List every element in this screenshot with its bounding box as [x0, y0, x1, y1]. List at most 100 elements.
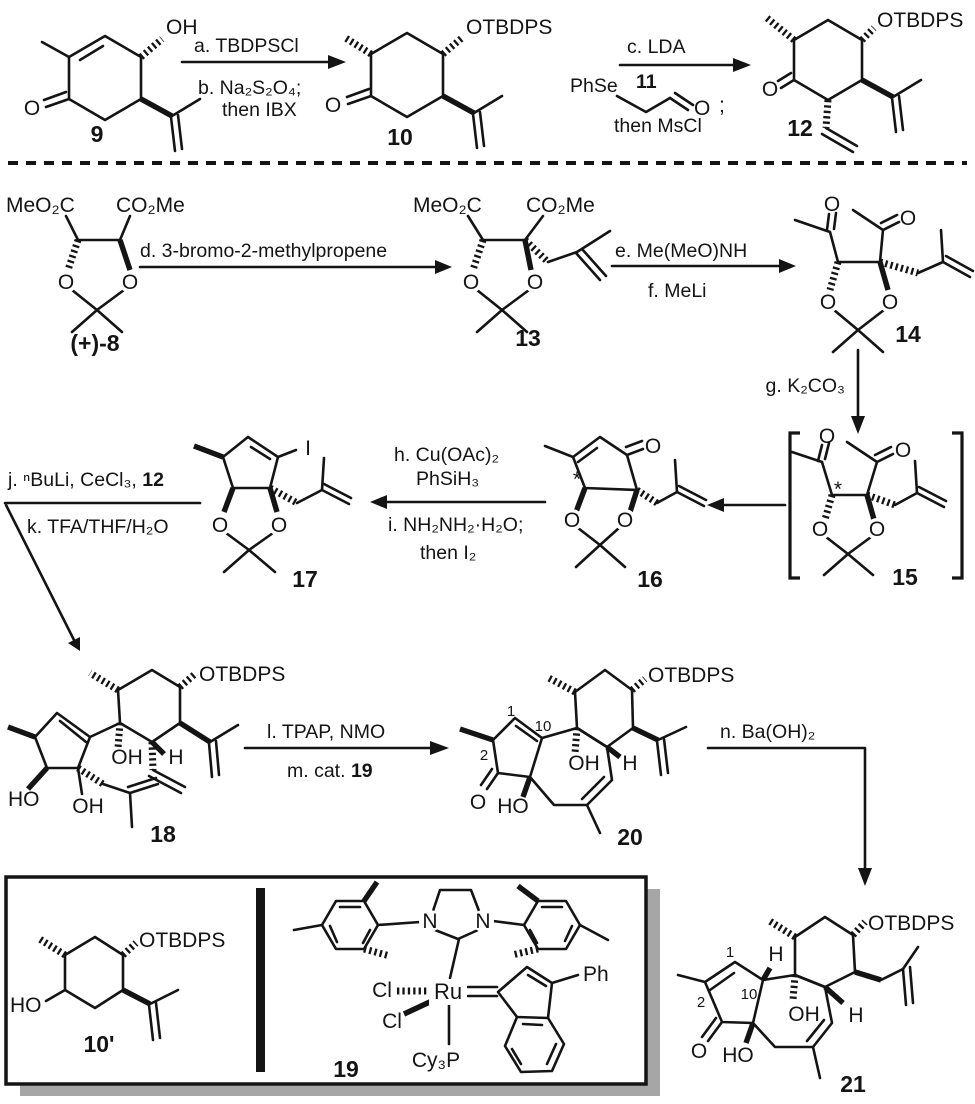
reagent-11-semicolon: ; — [719, 94, 725, 117]
compound-12-label: 12 — [787, 115, 813, 141]
c17-ring-o-right: O — [271, 514, 287, 537]
c20-position-10: 10 — [535, 718, 552, 735]
arrow-step-n: n. Ba(OH)₂ — [706, 721, 872, 886]
compound-14-label: 14 — [895, 321, 921, 347]
compound-10prime-structure: HO OTBDPS 10' — [10, 929, 225, 1057]
c15-carbonyl-o-left: O — [819, 425, 835, 448]
step-a-text: a. TBDPSCl — [194, 35, 299, 57]
compound-13-label: 13 — [515, 325, 541, 351]
compound-21-structure: 1 2 10 H O HO OH H OTBDPS 21 — [676, 912, 954, 1097]
c19-cl-bottom: Cl — [382, 1010, 402, 1033]
step-c2-text: then MsCl — [614, 115, 702, 137]
c15-ring-o-right: O — [869, 518, 885, 541]
c21-h10-label: H — [768, 943, 783, 966]
c18-otbdps-label: OTBDPS — [199, 663, 285, 686]
c10-ketone-o: O — [325, 94, 341, 117]
c18-h-label: H — [168, 746, 183, 769]
step-h2-text: PhSiH₃ — [416, 468, 479, 490]
c21-position-1: 1 — [726, 944, 734, 961]
reagent-11-number: 11 — [636, 71, 657, 93]
c21-position-10: 10 — [741, 986, 758, 1003]
c16-stereocenter-asterisk: * — [573, 468, 581, 491]
compound-10-structure: O OTBDPS 10 — [325, 16, 553, 150]
step-g-text: g. K₂CO₃ — [766, 375, 845, 397]
step-e-text: e. Me(MeO)NH — [615, 240, 747, 262]
compound-10-label: 10 — [387, 124, 413, 150]
arrow-step-d: d. 3-bromo-2-methylpropene — [138, 240, 452, 274]
c10p-ho-label: HO — [10, 994, 42, 1017]
compound-17-structure: O O I 17 — [193, 435, 353, 592]
compound-13-structure: O O MeO₂C CO₂Me 13 — [413, 194, 612, 351]
compound-18-label: 18 — [150, 821, 176, 847]
catalyst-19-structure: N N Cl Cl Ru Cy₃P Ph 19 — [292, 880, 610, 1082]
step-j-text: j. ⁿBuLi, CeCl₃, 12 — [7, 469, 164, 491]
c15-ring-o-left: O — [812, 518, 828, 541]
c9-ketone-o: O — [24, 97, 40, 120]
c20-position-2: 2 — [480, 747, 488, 764]
step-n-text: n. Ba(OH)₂ — [720, 721, 815, 743]
c17-iodine-label: I — [305, 437, 311, 460]
compound-8-label: (+)-8 — [70, 330, 119, 356]
c21-ho-label: HO — [722, 1044, 754, 1067]
c13-ester-right: CO₂Me — [526, 194, 595, 217]
arrow-step-ef: e. Me(MeO)NH f. MeLi — [610, 240, 796, 302]
c16-ketone-o: O — [645, 435, 661, 458]
c15-carbonyl-o-right: O — [895, 439, 911, 462]
c15-stereocenter-asterisk: * — [834, 478, 842, 501]
c9-oh-label: OH — [166, 16, 198, 39]
c19-pcy3-label: Cy₃P — [412, 1049, 460, 1072]
compound-9-structure: O OH 9 — [24, 16, 202, 153]
compound-21-label: 21 — [840, 1071, 866, 1097]
step-k-text: k. TFA/THF/H₂O — [27, 516, 169, 538]
c19-ph-label: Ph — [583, 963, 609, 986]
box-divider — [256, 888, 265, 1072]
catalyst-19-label: 19 — [333, 1056, 359, 1082]
c14-ring-o-right: O — [882, 291, 898, 314]
c19-ru-label: Ru — [434, 979, 462, 1004]
arrow-15-to-16 — [707, 498, 787, 512]
c21-position-2: 2 — [697, 994, 705, 1011]
c8-ring-o-right: O — [122, 271, 138, 294]
step-m-text: m. cat. 19 — [287, 760, 373, 782]
compound-15-label: 15 — [892, 564, 918, 590]
compound-16-label: 16 — [637, 566, 663, 592]
c13-ring-o-right: O — [527, 271, 543, 294]
c8-ring-o-left: O — [58, 271, 74, 294]
compound-20-structure: 1 2 10 O HO OH H OTBDPS 20 — [459, 664, 734, 850]
c21-ketone-o: O — [691, 1040, 707, 1063]
c21-oh-label: OH — [788, 1003, 820, 1026]
c20-oh-label: OH — [568, 752, 600, 775]
c8-ester-right: CO₂Me — [116, 194, 185, 217]
c10p-otbdps-label: OTBDPS — [139, 929, 225, 952]
arrow-step-g: g. K₂CO₃ — [766, 348, 865, 434]
c19-n-right: N — [475, 910, 490, 933]
step-c-text: c. LDA — [627, 36, 686, 58]
c20-otbdps-label: OTBDPS — [648, 664, 734, 687]
step-i2-text: then I₂ — [420, 542, 476, 564]
compound-17-label: 17 — [292, 566, 318, 592]
step-l-text: l. TPAP, NMO — [267, 721, 385, 743]
c14-ring-o-left: O — [820, 291, 836, 314]
arrow-step-lm: l. TPAP, NMO m. cat. 19 — [243, 721, 449, 782]
compound-8-structure: O O MeO₂C CO₂Me (+)-8 — [6, 194, 185, 356]
c20-ketone-o: O — [470, 791, 486, 814]
step-h-text: h. Cu(OAc)₂ — [394, 444, 499, 466]
c20-position-1: 1 — [507, 703, 515, 720]
reagent-11-phse: PhSe — [570, 75, 618, 97]
c16-ring-o-right: O — [617, 509, 633, 532]
c12-otbdps-label: OTBDPS — [877, 9, 963, 32]
c21-h8-label: H — [848, 1004, 863, 1027]
c20-ho-label: HO — [497, 795, 529, 818]
compound-12-structure: O OTBDPS 12 — [762, 9, 963, 154]
step-b2-text: then IBX — [222, 99, 297, 121]
c14-carbonyl-o-left: O — [824, 193, 840, 216]
c12-ketone-o: O — [762, 78, 778, 101]
c18-oh-bottom-label: OH — [72, 795, 104, 818]
compound-16-structure: O O O * 16 — [543, 435, 708, 592]
compound-18-structure: OTBDPS OH H HO OH 18 — [7, 663, 285, 847]
compound-15-structure: O O O O * 15 — [788, 425, 964, 590]
c16-ring-o-left: O — [564, 509, 580, 532]
c20-h-label: H — [622, 752, 637, 775]
